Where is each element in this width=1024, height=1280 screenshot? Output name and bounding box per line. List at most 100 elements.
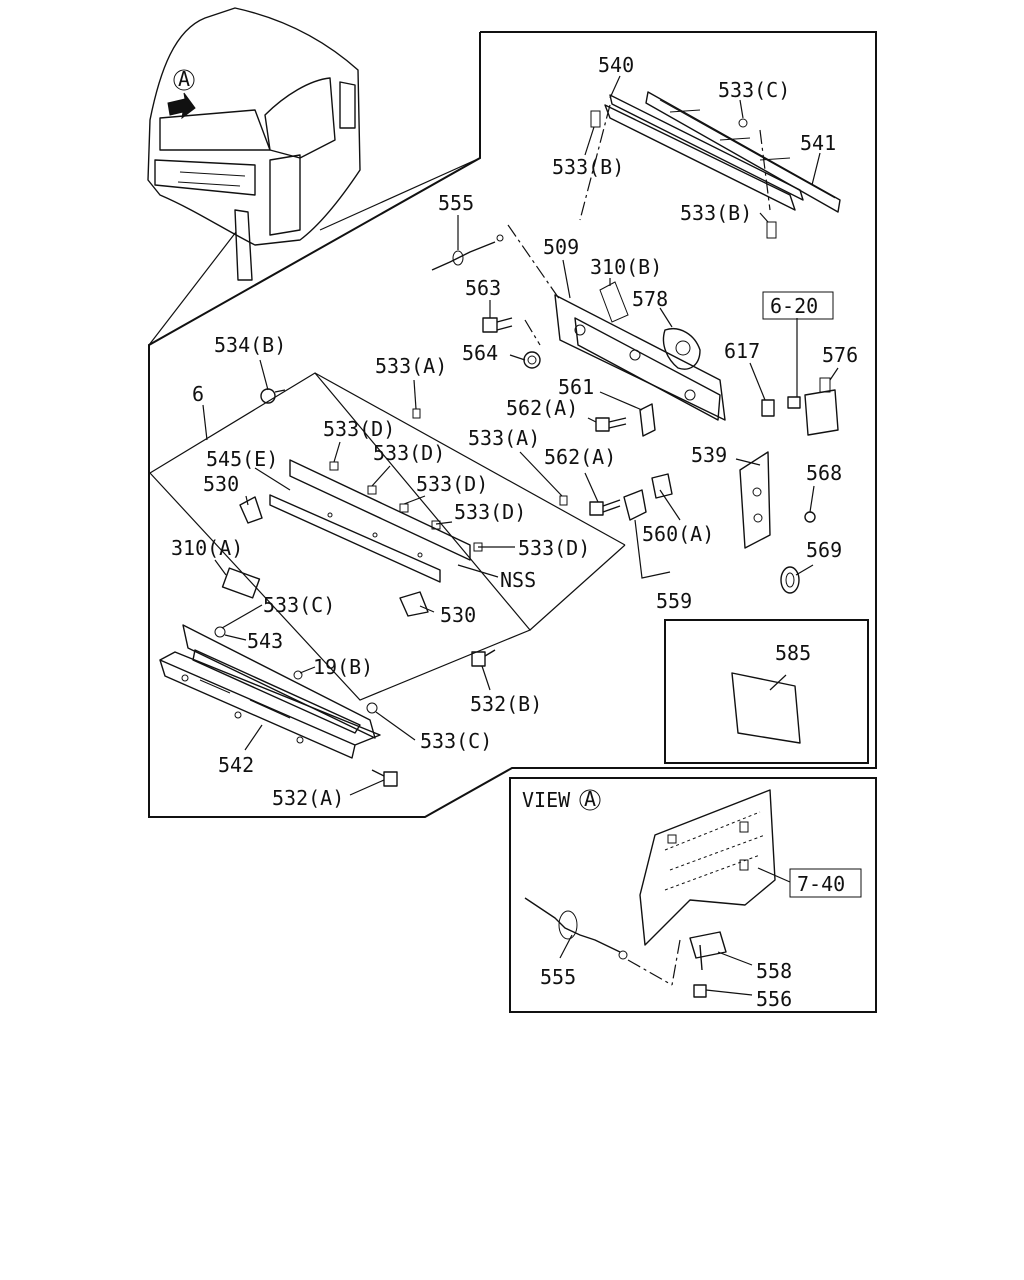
callout-555: 555 (438, 191, 474, 215)
view-label: VIEW (522, 788, 571, 812)
callout-532b: 532(B) (470, 692, 542, 716)
ref-box-6-20 (762, 291, 834, 320)
callout-556: 556 (756, 987, 792, 1011)
cab-marker-a: A (178, 67, 190, 91)
label-310a (221, 567, 261, 599)
cab-guide-line-right (319, 157, 481, 231)
callout-542: 542 (218, 753, 254, 777)
screw-568 (804, 511, 816, 523)
center-bracket-assembly (554, 281, 726, 437)
clip-530-top (239, 496, 263, 524)
callout-533d: 533(D) (518, 536, 590, 560)
callout-576: 576 (822, 343, 858, 367)
clip-19b (293, 670, 303, 680)
callout-310b: 310(B) (590, 255, 662, 279)
callout-578: 578 (632, 287, 668, 311)
guide-dash (524, 319, 541, 346)
callout-533d: 533(D) (416, 472, 488, 496)
callout-533d: 533(D) (454, 500, 526, 524)
callout-564: 564 (462, 341, 498, 365)
lock-558 (689, 931, 727, 971)
callout-509: 509 (543, 235, 579, 259)
callout-561: 561 (558, 375, 594, 399)
callout-563: 563 (465, 276, 501, 300)
caution-label-585 (731, 672, 801, 744)
label-inset-frame (664, 619, 869, 764)
callout-543: 543 (247, 629, 283, 653)
callout-7-40: 7-40 (797, 872, 845, 896)
hinge-576 (804, 377, 839, 436)
view-a-frame (509, 777, 877, 1013)
garnish-545e (269, 459, 471, 583)
callout-533b: 533(B) (552, 155, 624, 179)
callout-533c: 533(C) (263, 593, 335, 617)
callout-559: 559 (656, 589, 692, 613)
callout-558: 558 (756, 959, 792, 983)
guide-dash (507, 224, 561, 301)
panel-543 (182, 624, 376, 739)
clip-533c-mid (214, 626, 226, 638)
callout-nss: NSS (500, 568, 536, 592)
callout-530: 530 (203, 472, 239, 496)
ref-box-7-40 (789, 868, 862, 898)
callout-540: 540 (598, 53, 634, 77)
bolt-532b (471, 649, 496, 667)
callout-617: 617 (724, 339, 760, 363)
rivet-534b (260, 388, 286, 404)
view-marker: A (584, 787, 596, 811)
view-a-bracket (639, 789, 776, 946)
cab-guide-line-left (148, 231, 237, 346)
callout-560a: 560(A) (642, 522, 714, 546)
callout-6: 6 (192, 382, 204, 406)
callout-310a: 310(A) (171, 536, 243, 560)
bolt-562a (595, 417, 627, 432)
side-bracket-539 (739, 451, 771, 549)
grille-group-edge (314, 372, 626, 546)
callout-labels: 540 533(C) 541 533(B) 533(B) 555 509 310… (171, 53, 858, 1011)
bolt-532a (371, 769, 398, 787)
grommet-569 (780, 566, 800, 594)
callout-562a: 562(A) (506, 396, 578, 420)
callout-leaders (202, 75, 839, 996)
clip-533c-bot (366, 702, 378, 714)
bolt-562a-lower (589, 499, 621, 516)
clip-6-20 (787, 396, 801, 409)
callout-562a: 562(A) (544, 445, 616, 469)
callout-585: 585 (775, 641, 811, 665)
callout-533a: 533(A) (468, 426, 540, 450)
callout-534b: 534(B) (214, 333, 286, 357)
callout-530: 530 (440, 603, 476, 627)
callout-533c: 533(C) (420, 729, 492, 753)
callout-533d: 533(D) (373, 441, 445, 465)
nut-564 (523, 351, 541, 369)
callout-6-20: 6-20 (770, 294, 818, 318)
grille-group-edge (529, 544, 626, 631)
callout-569: 569 (806, 538, 842, 562)
view-dash (671, 939, 681, 986)
view-dash (627, 959, 673, 986)
truck-cab-sketch: A (147, 7, 361, 281)
callout-545e: 545(E) (206, 447, 278, 471)
release-cable-top (431, 234, 504, 271)
callout-539: 539 (691, 443, 727, 467)
callout-533a: 533(A) (375, 354, 447, 378)
clip-533a-1 (412, 408, 421, 419)
guide-dash (759, 129, 771, 211)
main-group-frame (148, 31, 877, 818)
lower-panel-542 (159, 651, 381, 759)
bracket-560a (623, 473, 673, 521)
clip-533a-2 (559, 495, 568, 506)
callout-555: 555 (540, 965, 576, 989)
callout-532a: 532(A) (272, 786, 344, 810)
guide-dash (579, 104, 611, 221)
bolt-563 (482, 317, 513, 333)
callout-533b: 533(B) (680, 201, 752, 225)
callout-568: 568 (806, 461, 842, 485)
callout-533d: 533(D) (323, 417, 395, 441)
callout-533c: 533(C) (718, 78, 790, 102)
clip-530-bottom (399, 591, 429, 617)
plate-617 (761, 399, 775, 417)
release-cable-view (524, 897, 628, 960)
